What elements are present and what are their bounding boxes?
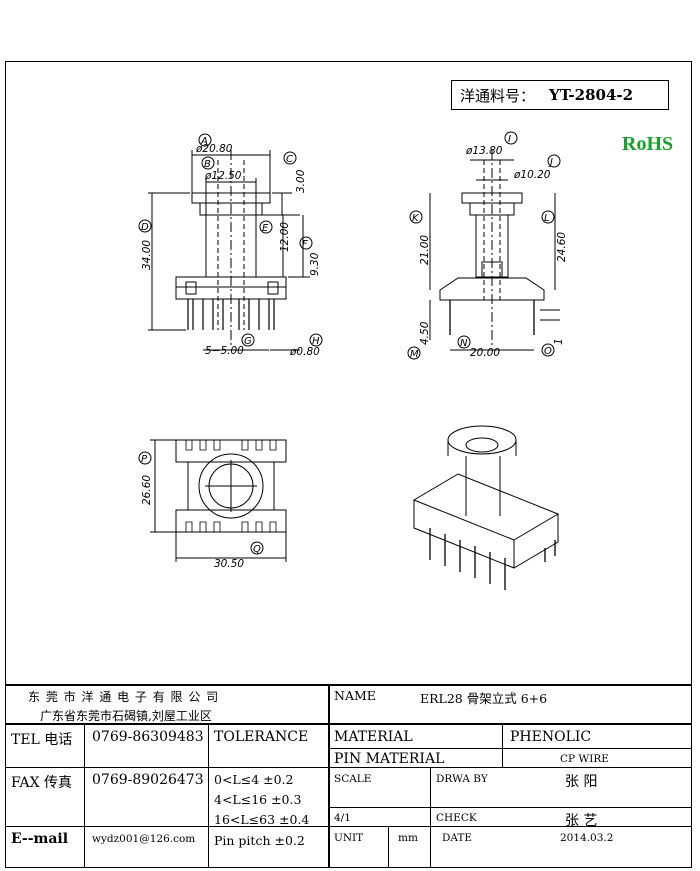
label-g: G [244,336,252,347]
label-m: M [410,349,419,360]
tolerance-line-4: Pin pitch ±0.2 [214,833,305,848]
tolerance-label: TOLERANCE [214,729,309,745]
dim-d-value: 34.00 [141,240,153,270]
date-label: DATE [442,832,473,844]
label-j: J [548,157,553,168]
dim-o-value: 1 [553,338,565,345]
dim-m-value: 4.50 [419,321,431,345]
label-d: D [141,222,149,233]
dim-i-value: ø13.80 [465,145,503,157]
label-c: C [286,154,293,165]
technical-drawing: ø20.80 ø12.50 5−5.00 ø0.80 34.00 3.00 12… [138,131,568,590]
top-view: 26.60 30.50 P Q [138,439,287,570]
dim-g-value: 5−5.00 [205,345,244,357]
tel-label: TEL 电话 [11,732,73,748]
date-value: 2014.03.2 [560,832,614,844]
label-p: P [141,454,148,465]
dim-l-value: 24.60 [556,232,568,262]
email-label: E--mail [11,831,69,847]
label-q: Q [253,544,261,555]
label-l: L [544,213,550,224]
label-a: A [200,136,208,147]
dim-k-value: 21.00 [419,235,431,265]
tolerance-line-1: 0<L≤4 ±0.2 [214,772,294,787]
dim-q-value: 30.50 [214,558,244,570]
company-name: 东 莞 市 洋 通 电 子 有 限 公 司 [28,690,220,704]
tolerance-line-2: 4<L≤16 ±0.3 [214,792,302,807]
material-label: MATERIAL [334,729,413,745]
label-e: E [262,223,269,234]
label-k: K [412,213,420,224]
label-h: H [312,336,320,347]
tolerance-line-3: 16<L≤63 ±0.4 [214,812,310,827]
check-label: CHECK [436,812,477,824]
drawby-label: DRWA BY [436,773,488,785]
name-label: NAME [334,688,376,703]
dim-c-value: 3.00 [295,169,307,193]
scale-label: SCALE [334,773,372,785]
part-number-label: 洋通料号： [460,86,536,105]
part-number-box: 洋通料号： YT-2804-2 [451,80,669,110]
dim-e-value: 12.00 [279,222,291,252]
dim-j-value: ø10.20 [513,169,551,181]
part-number-value: YT-2804-2 [549,86,634,104]
isometric-view [412,425,560,590]
label-i: I [508,134,511,145]
pin-material-label: PIN MATERIAL [334,751,445,767]
fax-label: FAX 传真 [11,775,73,791]
check-value: 张 艺 [565,813,598,829]
label-b: B [204,159,211,170]
label-o: O [544,346,552,357]
dim-f-value: 9.30 [309,252,321,276]
unit-value: mm [398,832,418,844]
company-address: 广东省东莞市石碣镇,刘屋工业区 [40,709,212,723]
tel-value: 0769-86309483 [92,729,204,745]
drawby-value: 张 阳 [565,774,598,790]
email-value: wydz001@126.com [92,833,196,845]
dim-n-value: 20.00 [470,347,500,359]
dim-h-value: ø0.80 [289,346,320,358]
rohs-mark: RoHS [622,133,674,155]
unit-label: UNIT [334,832,364,844]
label-n: N [460,338,468,349]
fax-value: 0769-89026473 [92,772,204,788]
side-view: ø13.80 ø10.20 20.00 21.00 24.60 4.50 1 I… [407,131,568,360]
dim-p-value: 26.60 [141,475,153,505]
scale-value: 4/1 [334,812,351,824]
pin-material-value: CP WIRE [560,753,609,765]
drawing-frame [5,61,692,868]
front-view: ø20.80 ø12.50 5−5.00 ø0.80 34.00 3.00 12… [138,133,323,358]
dim-b-value: ø12.50 [204,170,242,182]
name-value: ERL28 骨架立式 6+6 [420,691,548,706]
material-value: PHENOLIC [510,729,592,745]
label-f: F [302,239,308,250]
